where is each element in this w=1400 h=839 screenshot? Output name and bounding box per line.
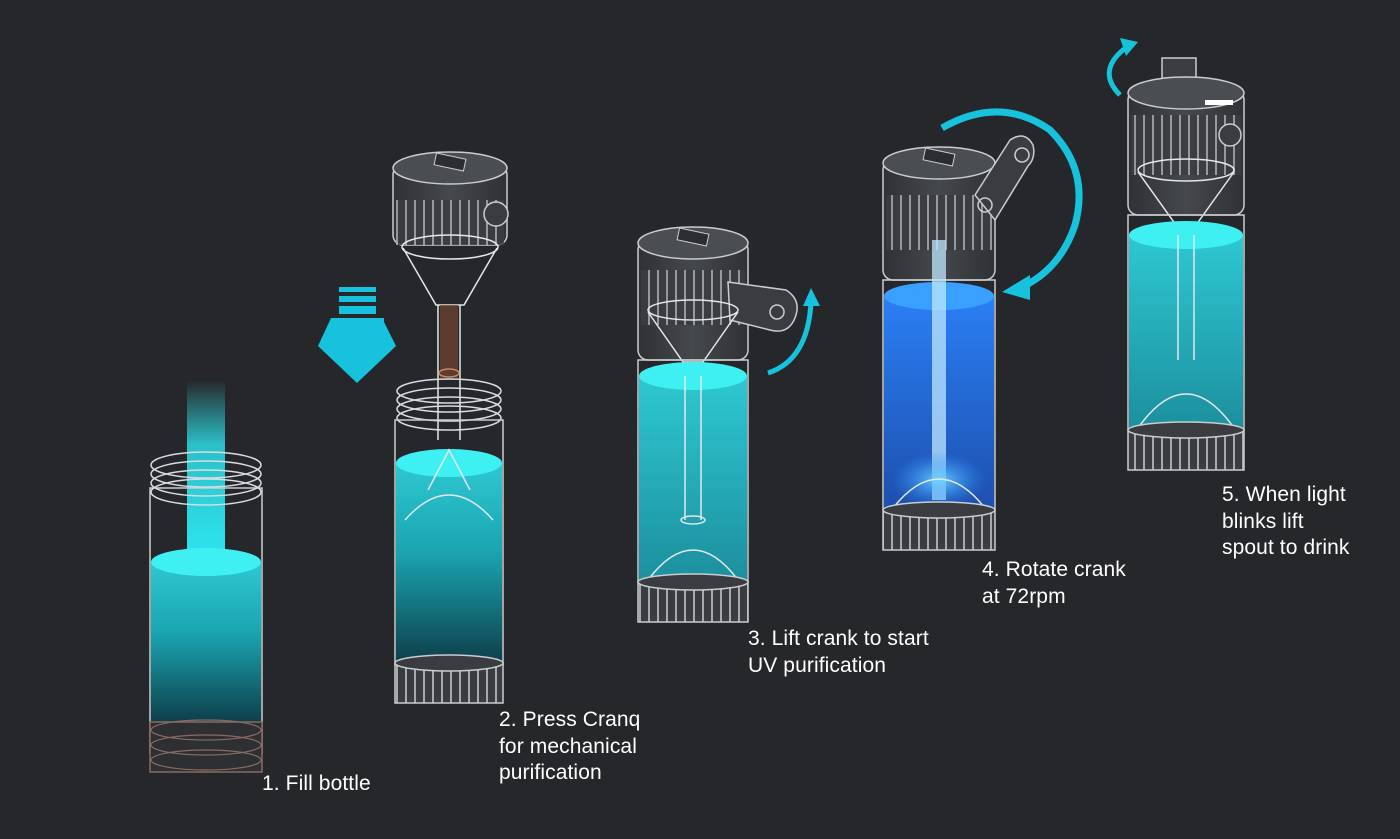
caption-line: UV purification [748,653,887,677]
fill-stream [187,380,225,565]
caption-line: purification [499,761,602,784]
step-5-bottle [1106,38,1245,471]
water-fill [151,562,261,722]
water-fill [639,376,747,581]
bottle-base [149,721,263,773]
uv-light-beam [932,240,946,500]
cap-knob [483,201,509,227]
caption-line: for mechanical [499,734,637,758]
lift-spout-arrow-icon [1106,43,1130,97]
caption-line: spout to drink [1222,536,1350,559]
step-3-caption: 3. Lift crank to start UV purification [748,626,929,679]
caption-line: 1. Fill bottle [262,772,371,795]
step-4-caption: 4. Rotate crank at 72rpm [982,557,1126,610]
lift-crank-arrow-icon [767,301,814,376]
press-down-arrow-icon [318,287,396,383]
water-surface [151,548,261,576]
step-2-caption: 2. Press Cranq for mechanical purificati… [499,707,640,787]
water-surface [639,362,747,390]
step-2-bottle [318,151,509,704]
water-surface [396,449,502,477]
water-fill [1129,235,1243,429]
water-surface [1129,221,1243,249]
step-1-caption: 1. Fill bottle [262,771,371,798]
step-4-bottle [882,108,1083,551]
indicator-light [1205,100,1233,105]
caption-line: 4. Rotate crank [982,558,1126,581]
caption-line: 2. Press Cranq [499,708,641,731]
step-1-bottle [149,380,263,773]
caption-line: 5. When light [1222,483,1346,506]
step-5-caption: 5. When light blinks lift spout to drink [1222,482,1349,562]
caption-line: 3. Lift crank to start [748,627,929,650]
caption-line: blinks lift [1222,509,1304,533]
water-fill [396,463,502,663]
crank-handle [727,281,798,332]
step-3-bottle [637,226,820,623]
caption-line: at 72rpm [982,584,1066,608]
rotate-crank-arrow-icon [940,108,1083,292]
bottle-threads [150,451,262,506]
crank-handle [974,135,1035,222]
